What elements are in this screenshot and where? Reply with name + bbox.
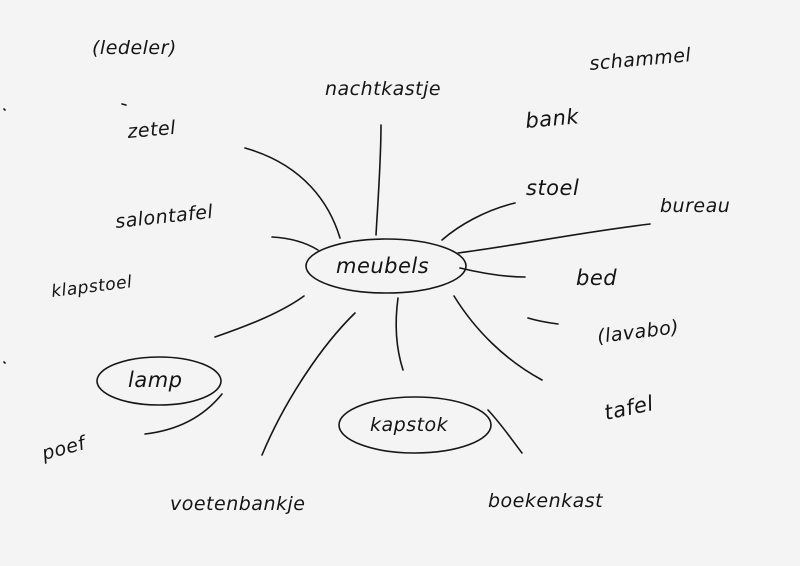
stray-mark [3, 108, 6, 111]
connector-stoel [441, 202, 516, 241]
node-lavabo: (lavabo) [596, 316, 680, 348]
node-bureau: bureau [660, 195, 730, 217]
node-poef: poef [39, 431, 91, 465]
node-kapstok-group: kapstok [338, 396, 492, 454]
connector-boekenkast [487, 409, 523, 454]
node-lamp-ellipse [96, 356, 222, 406]
node-ledeler: (ledeler) [92, 37, 177, 59]
connector-bureau [457, 223, 651, 254]
node-zetel: zetel [126, 117, 178, 143]
node-klapstoel: klapstoel [50, 272, 133, 302]
node-voetenbankje: voetenbankje [170, 493, 305, 515]
node-lamp: lamp [128, 368, 183, 392]
central-node: meubels [305, 238, 467, 294]
connector-lines [144, 124, 651, 456]
node-kapstok: kapstok [370, 414, 449, 436]
central-node-ellipse [305, 238, 467, 294]
connector-tafel [453, 295, 543, 381]
node-tafel: tafel [602, 391, 656, 425]
node-boekenkast: boekenkast [488, 490, 604, 512]
node-kapstok-ellipse [338, 396, 492, 454]
stray-mark [121, 103, 127, 106]
stray-marks [3, 103, 127, 364]
connector-bed [459, 267, 526, 278]
node-salontafel: salontafel [114, 201, 214, 233]
node-bank: bank [524, 104, 580, 133]
connector-nachtkastje [375, 124, 382, 236]
connector-lamp-poef [144, 393, 223, 435]
node-nachtkastje: nachtkastje [325, 78, 441, 100]
stray-mark [3, 361, 6, 364]
connector-zetel [244, 147, 341, 239]
connector-voetenbankje [261, 312, 356, 456]
node-bed: bed [576, 266, 617, 290]
node-stoel: stoel [526, 176, 579, 200]
connector-klapstoel [214, 295, 305, 338]
connector-kapstok [395, 297, 404, 371]
central-node-label: meubels [336, 254, 429, 278]
node-lamp-group: lamp [96, 356, 222, 406]
node-schammel: schammel [589, 44, 693, 75]
connector-salontafel [271, 236, 319, 251]
connector-lavabo [527, 317, 559, 325]
